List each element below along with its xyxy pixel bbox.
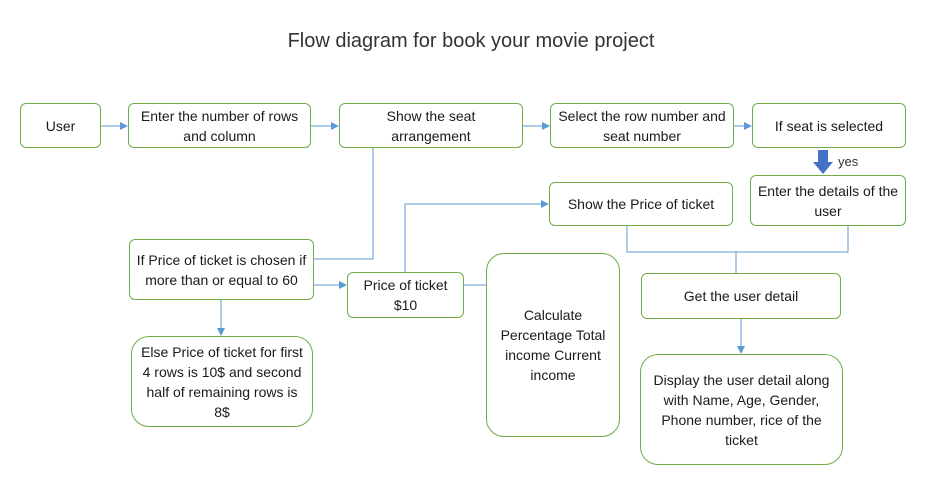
node-enter-details: Enter the details of the user <box>750 175 906 226</box>
node-enter-rows-label: Enter the number of rows and column <box>140 107 299 144</box>
yes-thick-arrow <box>813 150 833 174</box>
node-price-10: Price of ticket $10 <box>347 272 464 318</box>
node-user-label: User <box>45 117 76 134</box>
diagram-title: Flow diagram for book your movie project <box>287 30 655 52</box>
node-else-price-label: Else Price of ticket for first 4 rows is… <box>141 343 303 420</box>
node-display-user: Display the user detail along with Name,… <box>640 354 843 465</box>
node-if-seat-label: If seat is selected <box>774 117 884 134</box>
node-select-row-label: Select the row number and seat number <box>558 107 726 144</box>
node-user: User <box>20 103 101 148</box>
node-show-price-label: Show the Price of ticket <box>567 196 715 212</box>
node-enter-details-label: Enter the details of the user <box>757 182 899 219</box>
node-display-user-label: Display the user detail along with Name,… <box>653 371 830 448</box>
node-price-10-label: Price of ticket $10 <box>363 277 448 313</box>
node-get-user-label: Get the user detail <box>683 288 799 304</box>
node-else-price: Else Price of ticket for first 4 rows is… <box>131 336 313 427</box>
node-if-price-label: If Price of ticket is chosen if more tha… <box>136 251 307 288</box>
node-calculate: Calculate Percentage Total income Curren… <box>486 253 620 437</box>
connector-show-price-join <box>626 226 849 253</box>
node-if-seat: If seat is selected <box>752 103 906 148</box>
node-show-seats: Show the seat arrangement <box>339 103 523 148</box>
node-show-price: Show the Price of ticket <box>549 182 733 226</box>
node-get-user: Get the user detail <box>641 273 841 319</box>
arrow-price-10-to-show-price <box>404 200 549 272</box>
node-select-row: Select the row number and seat number <box>550 103 734 148</box>
node-show-seats-label: Show the seat arrangement <box>386 107 476 144</box>
node-calculate-label: Calculate Percentage Total income Curren… <box>500 307 606 383</box>
edge-label-yes: yes <box>838 154 859 169</box>
connector-show-seats-to-if-price <box>314 148 374 260</box>
node-enter-rows: Enter the number of rows and column <box>128 103 311 148</box>
node-if-price: If Price of ticket is chosen if more tha… <box>129 239 314 300</box>
